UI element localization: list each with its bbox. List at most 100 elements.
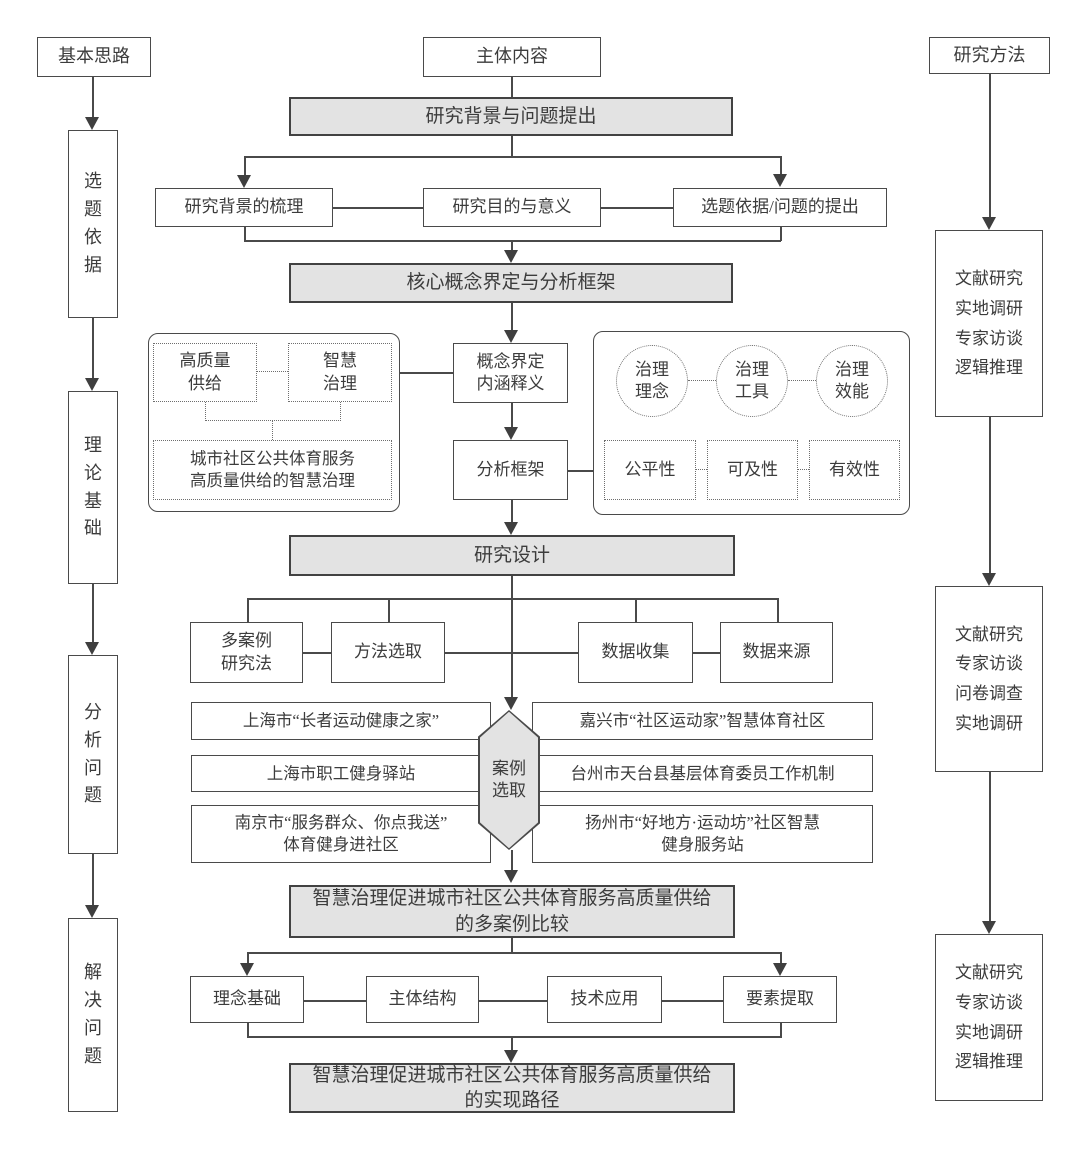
problem-solving-label: 解 决 问 题: [84, 962, 102, 1066]
connector-line: [601, 207, 673, 209]
arrow-down-icon: [504, 330, 518, 343]
dotted-connector: [257, 371, 288, 372]
smart-governance-node: 智慧 治理: [288, 343, 392, 402]
methods-box-3: 文献研究 专家访谈 实地调研 逻辑推理: [935, 934, 1043, 1101]
concept-definition-label: 概念界定 内涵释义: [476, 351, 545, 393]
fairness-label: 公平性: [624, 459, 676, 479]
problem-analysis-node: 分 析 问 题: [68, 655, 118, 854]
combined-concept-node: 城市社区公共体育服务 高质量供给的智慧治理: [153, 440, 392, 500]
arrow-down-icon: [85, 378, 99, 391]
connector-line: [511, 303, 513, 331]
connector-line: [400, 372, 453, 374]
subject-structure-label: 主体结构: [388, 989, 457, 1009]
connector-line: [247, 1036, 781, 1038]
methods-box-2: 文献研究 专家访谈 问卷调查 实地调研: [935, 586, 1043, 772]
connector-line: [693, 652, 720, 654]
connector-line: [511, 77, 513, 97]
hq-supply-label: 高质量 供给: [179, 351, 231, 393]
smart-governance-label: 智慧 治理: [323, 351, 357, 393]
connector-line: [479, 1000, 547, 1002]
topic-basis-node: 选 题 依 据: [68, 130, 118, 318]
dotted-connector: [688, 380, 716, 381]
connector-line: [777, 598, 779, 622]
connector-line: [244, 156, 246, 176]
method-selection-node: 方法选取: [331, 622, 445, 683]
connector-line: [92, 584, 94, 643]
method-selection-label: 方法选取: [354, 642, 422, 662]
stage-path-bar: 智慧治理促进城市社区公共体育服务高质量供给 的实现路径: [289, 1063, 735, 1113]
dotted-connector: [696, 469, 707, 470]
governance-tool-circle: 治理 工具: [716, 345, 788, 417]
arrow-down-icon: [240, 963, 254, 976]
arrow-down-icon: [504, 1050, 518, 1063]
case-left-1: 上海市“长者运动健康之家”: [191, 702, 491, 740]
data-source-label: 数据来源: [742, 642, 811, 662]
technology-application-label: 技术应用: [570, 989, 639, 1009]
background-review-node: 研究背景的梳理: [155, 188, 333, 227]
analysis-framework-node: 分析框架: [453, 440, 568, 500]
connector-line: [511, 576, 513, 697]
case-left-2: 上海市职工健身驿站: [191, 755, 491, 792]
dotted-connector: [205, 420, 341, 421]
stage-concepts-label: 核心概念界定与分析框架: [406, 272, 616, 294]
connector-line: [511, 850, 513, 871]
connector-line: [445, 652, 578, 654]
arrow-down-icon: [504, 250, 518, 263]
arrow-down-icon: [504, 427, 518, 440]
arrow-down-icon: [237, 175, 251, 188]
concept-definition-node: 概念界定 内涵释义: [453, 343, 568, 403]
dotted-connector: [798, 469, 809, 470]
theoretical-foundation-label: 理 论 基 础: [84, 434, 102, 539]
connector-line: [333, 207, 423, 209]
purpose-significance-node: 研究目的与意义: [423, 188, 601, 227]
case-selection-hexagon-inner: 案例 选取: [479, 711, 539, 849]
case-selection-label: 案例 选取: [492, 758, 526, 800]
connector-line: [511, 1036, 513, 1051]
case-selection-hexagon: 案例 选取: [478, 710, 540, 850]
arrow-down-icon: [504, 870, 518, 883]
arrow-down-icon: [85, 117, 99, 130]
arrow-down-icon: [982, 573, 996, 586]
connector-line: [511, 136, 513, 156]
connector-line: [511, 240, 513, 251]
dotted-connector: [272, 420, 273, 440]
methods-box-3-label: 文献研究 专家访谈 实地调研 逻辑推理: [955, 963, 1023, 1072]
governance-idea-label: 治理 理念: [635, 359, 669, 401]
connector-line: [780, 1023, 782, 1038]
case-right-2-label: 台州市天台县基层体育委员工作机制: [570, 763, 835, 783]
connector-line: [635, 598, 637, 622]
effectiveness-node: 有效性: [809, 440, 900, 500]
connector-line: [247, 952, 781, 954]
element-extraction-label: 要素提取: [746, 989, 814, 1009]
connector-line: [511, 500, 513, 523]
analysis-framework-label: 分析框架: [476, 459, 545, 479]
methods-box-2-label: 文献研究 专家访谈 问卷调查 实地调研: [955, 624, 1023, 733]
basic-approach-label: 基本思路: [58, 46, 130, 67]
problem-analysis-label: 分 析 问 题: [84, 701, 102, 806]
arrow-down-icon: [982, 217, 996, 230]
governance-efficacy-label: 治理 效能: [835, 359, 869, 401]
connector-line: [989, 417, 991, 574]
connector-line: [780, 227, 782, 241]
case-right-3: 扬州市“好地方·运动坊”社区智慧 健身服务站: [532, 805, 873, 863]
connector-line: [511, 403, 513, 428]
research-methods-label: 研究方法: [953, 44, 1026, 65]
data-source-node: 数据来源: [720, 622, 833, 683]
connector-line: [780, 156, 782, 175]
arrow-down-icon: [85, 642, 99, 655]
topic-rationale-label: 选题依据/问题的提出: [701, 197, 859, 217]
arrow-down-icon: [773, 963, 787, 976]
case-left-1-label: 上海市“长者运动健康之家”: [242, 711, 440, 731]
case-left-3-label: 南京市“服务群众、你点我送” 体育健身进社区: [234, 813, 448, 854]
accessibility-node: 可及性: [707, 440, 798, 500]
main-content-label: 主体内容: [476, 46, 548, 67]
background-review-label: 研究背景的梳理: [184, 197, 304, 217]
case-right-3-label: 扬州市“好地方·运动坊”社区智慧 健身服务站: [585, 813, 820, 854]
arrow-down-icon: [504, 522, 518, 535]
theoretical-foundation-node: 理 论 基 础: [68, 391, 118, 584]
stage-design-bar: 研究设计: [289, 535, 735, 576]
dotted-connector: [340, 402, 341, 421]
case-left-3: 南京市“服务群众、你点我送” 体育健身进社区: [191, 805, 491, 863]
case-left-2-label: 上海市职工健身驿站: [266, 763, 416, 783]
